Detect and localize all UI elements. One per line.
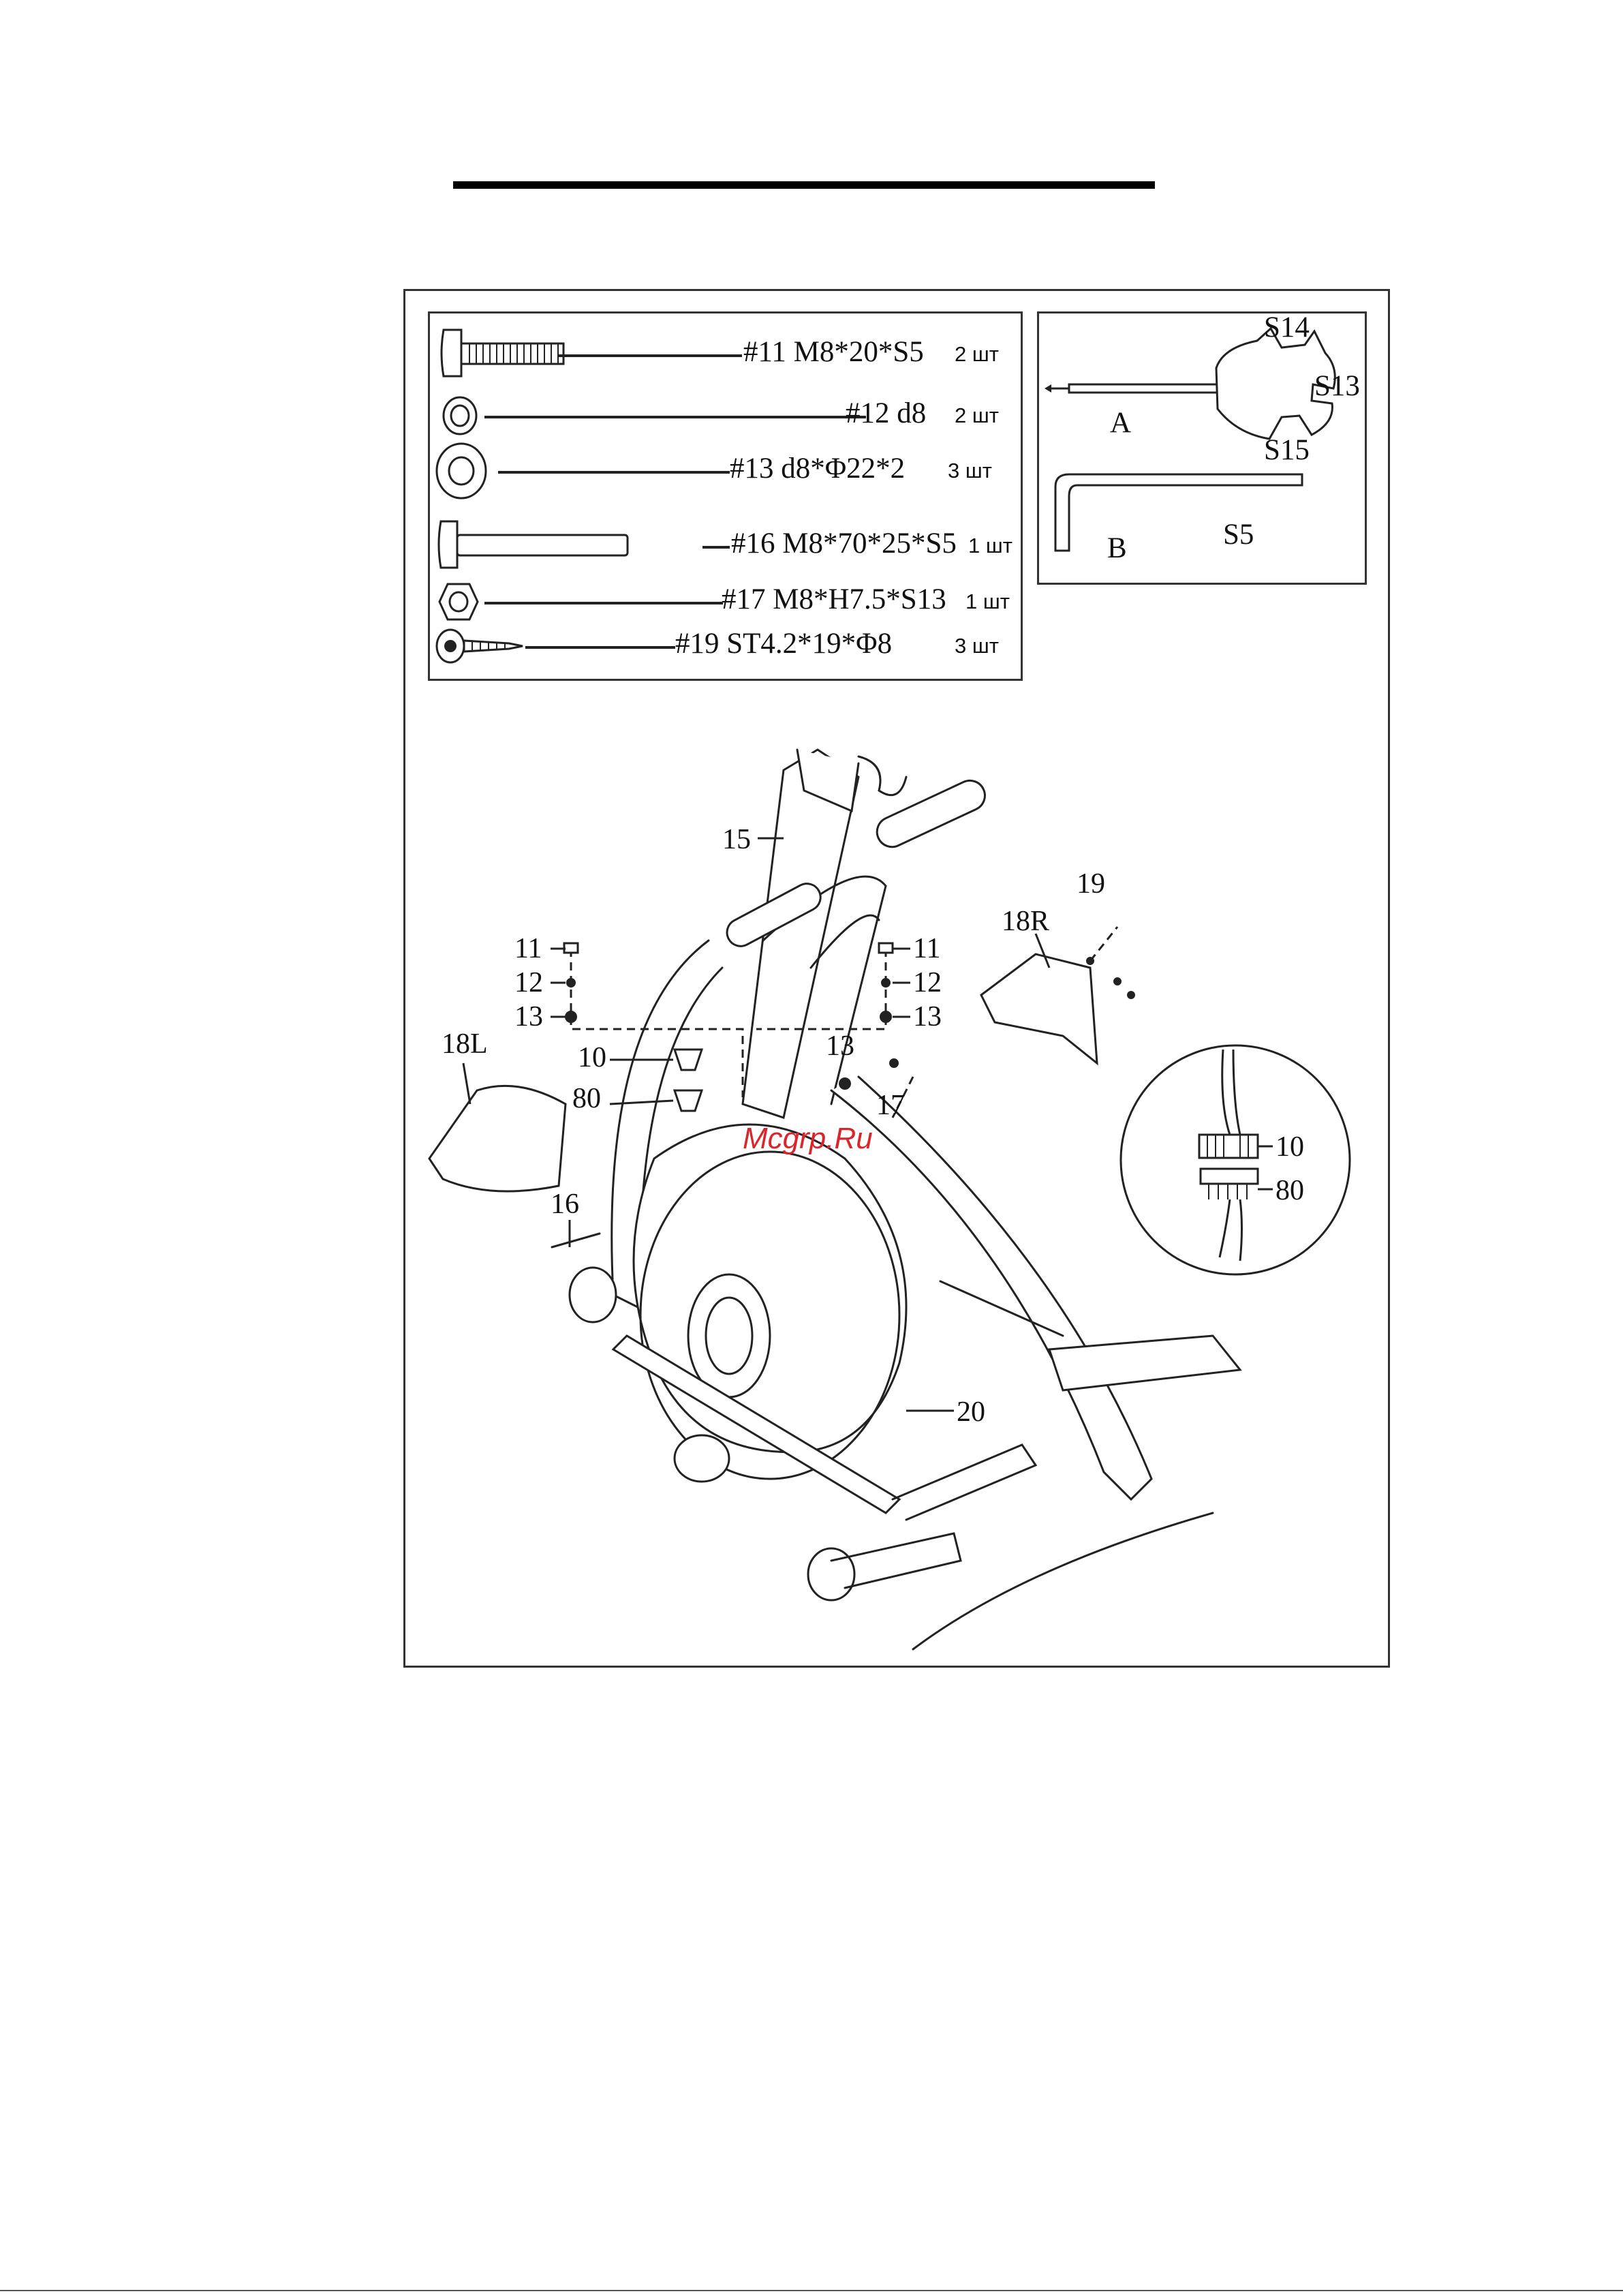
watermark: Mcgrp.Ru (743, 1122, 873, 1155)
callout-80: 80 (572, 1083, 601, 1114)
cover-18r (981, 954, 1097, 1063)
callout-11-left: 11 (514, 933, 542, 964)
callout-15: 15 (722, 824, 751, 855)
callout-13-right: 13 (913, 1001, 942, 1032)
callout-18l: 18L (442, 1028, 488, 1060)
callout-16: 16 (551, 1189, 579, 1220)
callout-12-right: 12 (913, 967, 942, 998)
callout-20: 20 (957, 1396, 985, 1428)
callout-18r: 18R (1002, 906, 1049, 937)
callout-12-left: 12 (514, 967, 543, 998)
connector-detail-circle: 10 80 (1121, 1045, 1350, 1274)
callout-17: 17 (876, 1090, 905, 1121)
callout-19: 19 (1077, 868, 1105, 900)
callout-13-left: 13 (514, 1001, 543, 1032)
callout-11-right: 11 (913, 933, 940, 964)
cover-18l (429, 1086, 566, 1191)
callout-13-mid: 13 (826, 1030, 854, 1062)
detail-callout-80: 80 (1276, 1175, 1304, 1206)
detail-callout-10: 10 (1276, 1131, 1304, 1163)
page-edge-line (0, 2290, 1623, 2291)
flywheel-housing (634, 1124, 906, 1452)
callout-10: 10 (578, 1042, 606, 1073)
